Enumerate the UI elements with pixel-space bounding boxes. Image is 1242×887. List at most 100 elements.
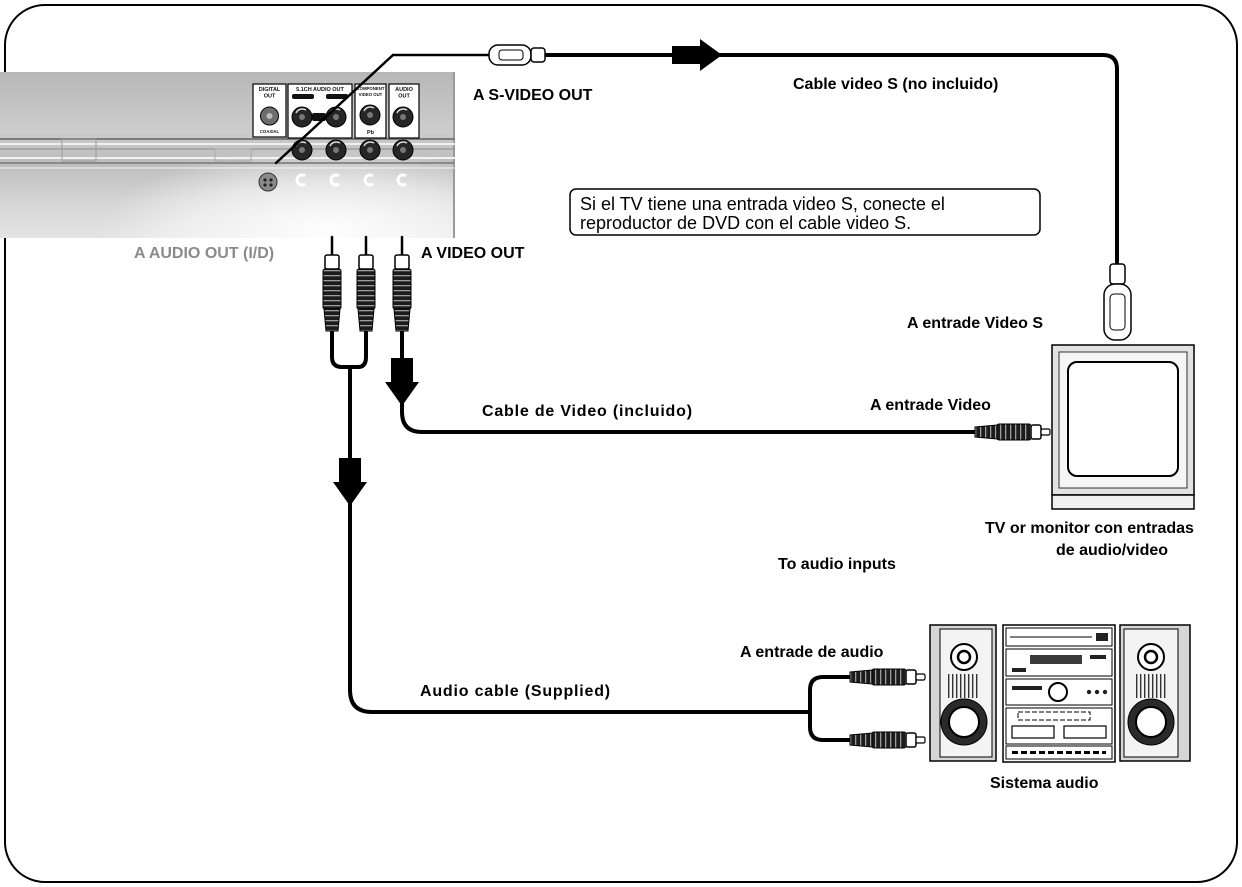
- s-video-cable: [274, 39, 1132, 341]
- tuner-button: [1096, 633, 1108, 641]
- s-video-jack-pin: [269, 183, 273, 187]
- panel-port-outline: [61, 138, 97, 162]
- tv-caption-line-1: TV or monitor con entradas: [985, 520, 1194, 537]
- panel-glow: [0, 72, 455, 238]
- surround-jack: [291, 106, 313, 128]
- tv-base: [1051, 494, 1195, 510]
- surround-audio-out-label: 5.1CH AUDIO OUT: [296, 87, 344, 93]
- jack-marker: [329, 173, 340, 187]
- s-video-out-label: A S-VIDEO OUT: [473, 87, 593, 104]
- audio-system-plug-bottom: [849, 731, 926, 749]
- audio-cable-yoke: [330, 328, 368, 369]
- cd-display: [1030, 655, 1082, 664]
- lower-jack-row: [258, 172, 407, 192]
- video-cable-label: Cable de Video (incluido): [482, 403, 693, 420]
- audio-cable: [322, 254, 926, 749]
- jack-marker: [396, 173, 407, 187]
- digital-out-label: OUT: [264, 94, 276, 100]
- audio-cable-branch-bottom: [808, 710, 853, 742]
- surround-jack: [325, 106, 347, 128]
- s-video-cable-run: [543, 53, 1119, 268]
- s-video-plug-tip: [1109, 263, 1126, 285]
- deck-button-row: [1017, 711, 1091, 721]
- tweeter-center: [956, 649, 972, 665]
- amp-button: [1102, 689, 1108, 695]
- tv-screen: [1067, 361, 1179, 477]
- tweeter-center: [1143, 649, 1159, 665]
- video-plug-dvd-end: [392, 254, 412, 332]
- audio-out-panel-label: AUDIO: [395, 87, 413, 93]
- left-speaker: [929, 624, 997, 762]
- video-out-label: A VIDEO OUT: [421, 245, 525, 262]
- s-video-jack-pin: [263, 178, 267, 182]
- s-video-jack: [258, 172, 278, 192]
- component-jack: [359, 104, 381, 126]
- s-video-plug-grip: [498, 49, 524, 61]
- arrow-down-icon: [385, 358, 419, 406]
- tv-s-video-input-label: A entrade Video S: [907, 315, 1043, 332]
- surround-audio-out-section: 5.1CH AUDIO OUT: [287, 83, 353, 161]
- audio-out-jack: [392, 106, 414, 128]
- volume-knob-icon: [1048, 682, 1068, 702]
- coaxial-label: COAXIAL: [260, 129, 280, 134]
- component-jack: [359, 139, 381, 161]
- tape-window-left: [1011, 725, 1055, 739]
- s-video-plug-tip: [530, 47, 546, 63]
- tv-video-input-label: A entrade Video: [870, 397, 991, 414]
- s-video-plug-grip: [1109, 293, 1126, 331]
- audio-out-jack: [392, 139, 414, 161]
- s-video-jack-pin: [263, 183, 267, 187]
- jack-marker: [363, 173, 374, 187]
- amp-display: [1012, 686, 1042, 690]
- s-video-jack-pin: [269, 178, 273, 182]
- component-jack-label: Pb: [367, 130, 375, 136]
- video-plug-tv-end: [974, 423, 1051, 441]
- audio-cable-run: [348, 365, 812, 714]
- component-video-out-label: VIDEO OUT: [359, 92, 383, 97]
- cd-button: [1090, 655, 1106, 659]
- video-cable-run: [400, 328, 978, 434]
- audio-cable-label: Audio cable (Supplied): [420, 683, 611, 700]
- s-video-cable-label: Cable video S (no incluido): [793, 76, 998, 93]
- tape-window-right: [1063, 725, 1107, 739]
- woofer-cone: [1135, 706, 1167, 738]
- arrow-down-icon: [333, 458, 367, 506]
- stereo-receiver: [1002, 624, 1116, 763]
- note-box: [569, 188, 1041, 236]
- speaker-grill: [948, 674, 980, 698]
- note-line-1: Si el TV tiene una entrada video S, cone…: [580, 194, 945, 214]
- s-video-plug-tv-end: [1103, 263, 1132, 341]
- audio-cable-branch-top: [808, 675, 853, 714]
- channel-marker: [292, 94, 314, 99]
- panel-lead-wires: [330, 235, 404, 258]
- jack-marker: [295, 173, 306, 187]
- s-video-plug-dvd-end: [488, 44, 546, 66]
- audio-system-plug-top: [849, 668, 926, 686]
- digital-out-section: DIGITAL OUT COAXIAL: [252, 83, 287, 138]
- tv-caption-line-2: de audio/video: [1056, 542, 1168, 559]
- amp-button: [1086, 689, 1092, 695]
- surround-jack: [291, 139, 313, 161]
- arrow-right-icon: [672, 39, 722, 71]
- amp-button: [1094, 689, 1100, 695]
- right-speaker: [1119, 624, 1191, 762]
- to-audio-inputs-label: To audio inputs: [778, 556, 896, 573]
- audio-system: [929, 624, 1191, 763]
- s-video-note: Si el TV tiene una entrada video S, cone…: [569, 188, 1041, 236]
- coaxial-jack-center: [266, 113, 273, 119]
- speaker-grill: [1135, 674, 1167, 698]
- dvd-back-panel: DIGITAL OUT COAXIAL 5.1CH AUDIO OUT COMP…: [0, 72, 455, 238]
- tv-monitor: [1051, 344, 1195, 510]
- surround-jack: [325, 139, 347, 161]
- channel-marker: [326, 94, 348, 99]
- note-line-2: reproductor de DVD con el cable video S.: [580, 213, 911, 233]
- component-video-out-label: COMPONENT: [357, 86, 385, 91]
- audio-out-section: AUDIO OUT: [388, 83, 420, 161]
- audio-out-panel-label: OUT: [398, 94, 410, 100]
- s-video-cable-diagonal: [274, 53, 395, 165]
- video-cable: [385, 254, 1051, 441]
- audio-system-label: Sistema audio: [990, 775, 1099, 792]
- woofer-cone: [948, 706, 980, 738]
- cd-button: [1012, 668, 1026, 672]
- panel-port-outline: [214, 148, 252, 162]
